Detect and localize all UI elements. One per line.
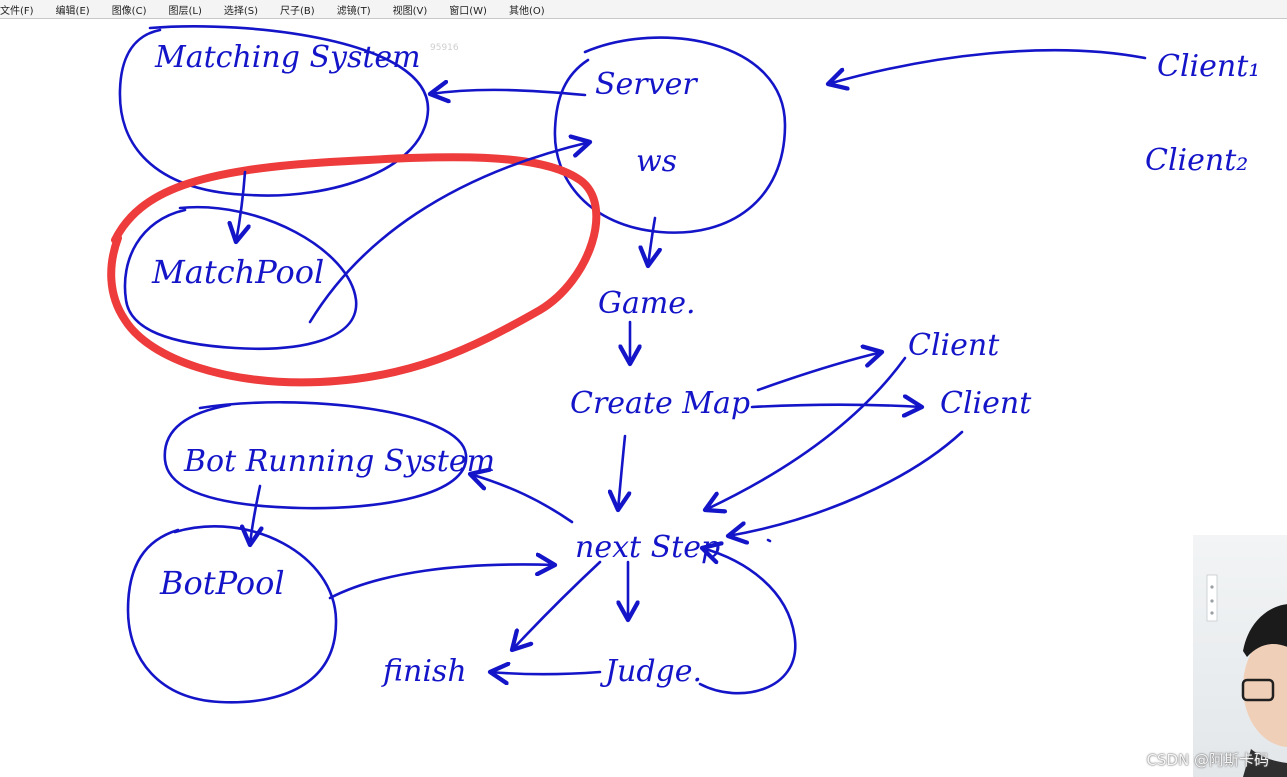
menu-filter[interactable]: 滤镜(T) [336,5,371,17]
arrow-client1-to-server [828,48,1147,84]
arrow-matchpool-to-ws [308,142,590,324]
whiteboard-canvas[interactable]: 95916 Matching System Server ws Client₁ … [0,19,1287,777]
arrow-matching-to-matchpool [236,170,245,242]
arrow-botrunning-to-botpool [250,484,260,545]
label-matchpool: MatchPool [152,253,325,291]
label-client2: Client₂ [1145,143,1249,178]
label-matching-system: Matching System [155,40,421,75]
menu-edit[interactable]: 编辑(E) [55,5,90,17]
arrow-nextstep-to-finish [512,560,602,650]
menu-other[interactable]: 其他(O) [508,5,545,17]
stroke-dot [766,538,772,543]
faint-watermark-number: 95916 [430,43,459,53]
menu-ruler[interactable]: 尺子(B) [280,5,315,17]
menu-select[interactable]: 选择(S) [223,5,259,17]
label-client-a: Client [908,328,1000,363]
matchpool-ellipse [123,205,358,350]
arrow-ws-to-game [648,216,655,266]
menu-image[interactable]: 图像(C) [111,5,147,17]
arrow-client-b-to-nextstep [728,430,964,536]
label-client1: Client₁ [1157,49,1261,84]
menu-layer[interactable]: 图层(L) [168,5,202,17]
botpool-ellipse [126,525,338,704]
server-ellipse [553,36,787,234]
menu-file[interactable]: 文件(F) [0,5,34,17]
label-bot-running-system: Bot Running System [184,444,496,479]
arrow-client-a-to-nextstep [705,356,907,510]
label-finish: finish [383,654,467,689]
label-game: Game. [598,286,696,321]
arrow-map-to-client-a [756,352,882,392]
arrow-createmap-to-nextstep [618,434,625,510]
highlight-circle [107,153,601,387]
arrow-botpool-to-nextstep [328,564,555,600]
menu-window[interactable]: 窗口(W) [449,5,487,17]
menu-bar: 文件(F) 编辑(E) 图像(C) 图层(L) 选择(S) 尺子(B) 滤镜(T… [0,0,1287,19]
arrow-judge-to-finish [490,672,602,674]
bot-running-system-ellipse [163,400,468,510]
arrow-server-to-matching [430,90,587,95]
menu-view[interactable]: 视图(V) [392,5,428,17]
label-client-b: Client [940,386,1032,421]
webcam-overlay [1193,535,1287,777]
label-ws: ws [636,144,678,179]
whiteboard-strokes [107,25,1147,704]
label-judge: Judge. [605,654,703,689]
label-create-map: Create Map [570,386,751,421]
arrow-judge-loop-to-nextstep [698,548,797,695]
label-next-step: next Step [575,530,721,565]
arrow-nextstep-to-botrunning [470,474,574,524]
label-server: Server [595,67,697,102]
csdn-watermark: CSDN @阿斯卡码 [1146,751,1269,769]
webcam-person-image [1206,574,1287,777]
label-botpool: BotPool [160,564,285,602]
arrow-map-to-client-b [750,405,922,407]
matching-system-ellipse [118,25,430,197]
